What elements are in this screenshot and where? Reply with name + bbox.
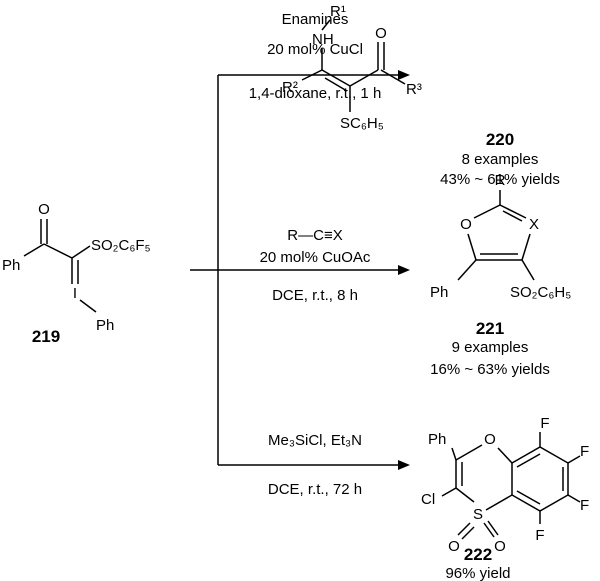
atom-sc6h5: SC₆H₅ — [340, 115, 384, 132]
atom-so2c6f5: SO₂C₆F₅ — [91, 237, 151, 254]
atom-ph: Ph — [2, 257, 20, 274]
conditions-3: DCE, r.t., 72 h — [268, 481, 362, 498]
atom-so2c6h5: SO₂C₆H₅ — [510, 284, 571, 301]
atom-ph: Ph — [430, 284, 448, 301]
atom-f: F — [580, 443, 589, 460]
compound-label-220: 220 — [486, 130, 514, 149]
structure-219: O Ph SO₂C₆F₅ I Ph 219 — [2, 201, 151, 346]
compound-label-222: 222 — [464, 545, 492, 564]
yield-220: 43% ~ 61% yields — [440, 171, 560, 188]
compound-label-219: 219 — [32, 327, 60, 346]
reagent-tmscl: Me₃SiCl, Et₃N — [268, 432, 362, 449]
atom-ph: Ph — [96, 317, 114, 334]
atom-i: I — [73, 285, 77, 302]
conditions-1: 1,4-dioxane, r.t., 1 h — [249, 85, 382, 102]
conditions-2: DCE, r.t., 8 h — [272, 287, 358, 304]
compound-label-221: 221 — [476, 319, 504, 338]
reaction-arrows — [190, 70, 410, 470]
yield-222: 96% yield — [445, 565, 510, 581]
atom-f: F — [540, 415, 549, 432]
catalyst-cucl: 20 mol% CuCl — [267, 41, 363, 58]
atom-r: R — [495, 172, 506, 189]
atom-o: O — [460, 216, 472, 233]
atom-x: X — [529, 216, 539, 233]
atom-nh: NH — [312, 31, 334, 48]
atom-r3: R³ — [406, 81, 422, 98]
atom-f: F — [535, 527, 544, 544]
examples-221: 9 examples — [452, 339, 529, 356]
atom-o: O — [484, 431, 496, 448]
catalyst-cuoac: 20 mol% CuOAc — [260, 249, 371, 266]
atom-f: F — [580, 497, 589, 514]
yield-221: 16% ~ 63% yields — [430, 361, 550, 378]
structure-220: R¹ NH R² O R³ SC₆H₅ 220 8 examples 43% ~… — [282, 3, 560, 188]
structure-222: Ph O Cl S O O F F F F 222 96% yield — [421, 415, 589, 581]
atom-o: O — [375, 25, 387, 42]
examples-220: 8 examples — [462, 151, 539, 168]
structure-221: R O X Ph SO₂C₆H₅ 221 9 examples 16% ~ 63… — [430, 172, 571, 378]
atom-o: O — [494, 538, 506, 555]
atom-cl: Cl — [421, 491, 435, 508]
atom-s: S — [473, 506, 483, 523]
atom-o: O — [38, 201, 50, 218]
reagent-alkyne: R—C≡X — [287, 227, 342, 244]
reagent-enamines: Enamines — [282, 11, 349, 28]
atom-o: O — [448, 538, 460, 555]
atom-ph: Ph — [428, 431, 446, 448]
atom-r2: R² — [282, 79, 298, 96]
atom-r1: R¹ — [330, 3, 346, 20]
